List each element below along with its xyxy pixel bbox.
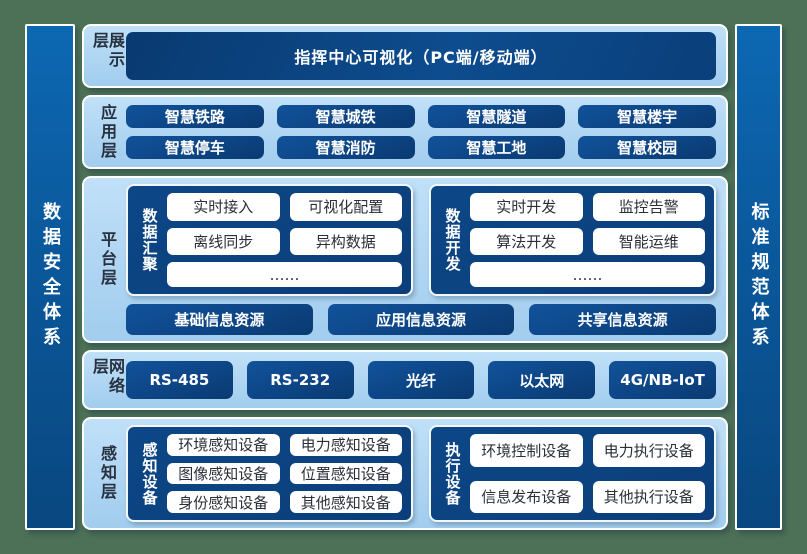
group-data-development: 数据开发 实时开发 监控告警 算法开发 智能运维 ……: [429, 184, 716, 296]
group-label-data-aggregation: 数据汇聚: [140, 208, 159, 272]
chip-other-execution: 其他执行设备: [592, 480, 705, 513]
layer-label-network: 网络层: [90, 358, 125, 396]
chip-visual-config: 可视化配置: [289, 193, 402, 221]
net-box-rs232: RS-232: [246, 361, 354, 399]
group-data-aggregation: 数据汇聚 实时接入 可视化配置 离线同步 异构数据 ……: [126, 184, 413, 296]
net-box-fiber: 光纤: [367, 361, 475, 399]
app-box-smart-parking: 智慧停车: [126, 136, 264, 159]
resource-basic-info: 基础信息资源: [126, 304, 313, 335]
data-aggregation-chips: 实时接入 可视化配置 离线同步 异构数据 ……: [167, 193, 402, 287]
chip-ellipsis: ……: [167, 262, 402, 287]
layer-platform: 平台层 数据汇聚 实时接入 可视化配置 离线同步 异构数据 ……: [82, 176, 728, 343]
chip-env-sensing: 环境感知设备: [167, 434, 280, 456]
layer-display: 展示层 指挥中心可视化（PC端/移动端）: [82, 24, 728, 88]
display-content: 指挥中心可视化（PC端/移动端）: [126, 32, 716, 80]
app-box-smart-metro: 智慧城铁: [276, 105, 415, 128]
chip-offline-sync: 离线同步: [167, 227, 280, 256]
app-box-smart-railway: 智慧铁路: [126, 105, 264, 128]
pillar-data-security-label: 数据安全体系: [40, 202, 61, 352]
group-sensing-devices: 感知设备 环境感知设备 电力感知设备 图像感知设备 位置感知设备 身份感知设备 …: [126, 425, 413, 522]
chip-realtime-access: 实时接入: [167, 193, 280, 221]
net-box-4g-nbiot: 4G/NB-IoT: [609, 361, 716, 399]
chip-algorithm-dev: 算法开发: [470, 227, 583, 256]
chip-other-sensing: 其他感知设备: [289, 491, 402, 513]
chip-realtime-dev: 实时开发: [470, 193, 583, 221]
layer-label-application: 应用层: [98, 103, 117, 161]
chip-location-sensing: 位置感知设备: [289, 462, 402, 485]
app-box-smart-tunnel: 智慧隧道: [427, 105, 566, 128]
net-box-ethernet: 以太网: [488, 361, 596, 399]
perception-content: 感知设备 环境感知设备 电力感知设备 图像感知设备 位置感知设备 身份感知设备 …: [126, 425, 716, 522]
app-box-smart-fire: 智慧消防: [276, 136, 415, 159]
layer-label-platform: 平台层: [98, 231, 117, 288]
layer-perception: 感知层 感知设备 环境感知设备 电力感知设备 图像感知设备 位置感知设备 身份感…: [82, 417, 728, 530]
platform-resources: 基础信息资源 应用信息资源 共享信息资源: [126, 304, 717, 335]
platform-content: 数据汇聚 实时接入 可视化配置 离线同步 异构数据 …… 数据开发: [126, 184, 717, 335]
app-box-smart-building: 智慧楼宇: [578, 105, 716, 128]
app-box-smart-site: 智慧工地: [427, 136, 566, 159]
chip-identity-sensing: 身份感知设备: [167, 491, 280, 513]
chip-info-publish: 信息发布设备: [470, 480, 583, 513]
pillar-data-security: 数据安全体系: [25, 24, 75, 530]
chip-hetero-data: 异构数据: [289, 227, 402, 256]
chip-intelligent-ops: 智能运维: [592, 227, 705, 256]
group-execution-devices: 执行设备 环境控制设备 电力执行设备 信息发布设备 其他执行设备: [429, 425, 716, 522]
layer-application: 应用层 智慧铁路 智慧城铁 智慧隧道 智慧楼宇 智慧停车 智慧消防 智慧工地 智…: [82, 95, 728, 169]
network-grid: RS-485 RS-232 光纤 以太网 4G/NB-IoT: [126, 358, 716, 402]
chip-power-execution: 电力执行设备: [592, 434, 705, 467]
chip-image-sensing: 图像感知设备: [167, 462, 280, 485]
layer-label-display: 展示层: [90, 32, 125, 70]
platform-groups: 数据汇聚 实时接入 可视化配置 离线同步 异构数据 …… 数据开发: [126, 184, 716, 296]
net-box-rs485: RS-485: [126, 361, 233, 399]
group-label-data-development: 数据开发: [443, 208, 462, 272]
layer-label-perception: 感知层: [98, 445, 117, 502]
layer-stack: 展示层 指挥中心可视化（PC端/移动端） 应用层 智慧铁路 智慧城铁 智慧隧道 …: [82, 24, 728, 530]
group-label-execution-devices: 执行设备: [443, 441, 462, 506]
layer-network: 网络层 RS-485 RS-232 光纤 以太网 4G/NB-IoT: [82, 350, 728, 410]
sensing-device-chips: 环境感知设备 电力感知设备 图像感知设备 位置感知设备 身份感知设备 其他感知设…: [167, 434, 402, 513]
pillar-standards-label: 标准规范体系: [748, 202, 770, 352]
chip-ellipsis: ……: [470, 262, 705, 287]
data-development-chips: 实时开发 监控告警 算法开发 智能运维 ……: [470, 193, 705, 287]
chip-env-control: 环境控制设备: [470, 434, 583, 467]
chip-monitor-alarm: 监控告警: [592, 193, 705, 221]
application-grid: 智慧铁路 智慧城铁 智慧隧道 智慧楼宇 智慧停车 智慧消防 智慧工地 智慧校园: [126, 103, 716, 161]
group-label-sensing-devices: 感知设备: [140, 441, 159, 506]
command-center-banner: 指挥中心可视化（PC端/移动端）: [126, 32, 716, 80]
pillar-standards: 标准规范体系: [735, 24, 782, 530]
resource-shared-info: 共享信息资源: [529, 304, 717, 335]
resource-app-info: 应用信息资源: [327, 304, 515, 335]
execution-device-chips: 环境控制设备 电力执行设备 信息发布设备 其他执行设备: [470, 434, 705, 513]
app-box-smart-campus: 智慧校园: [578, 136, 716, 159]
chip-power-sensing: 电力感知设备: [289, 434, 402, 456]
